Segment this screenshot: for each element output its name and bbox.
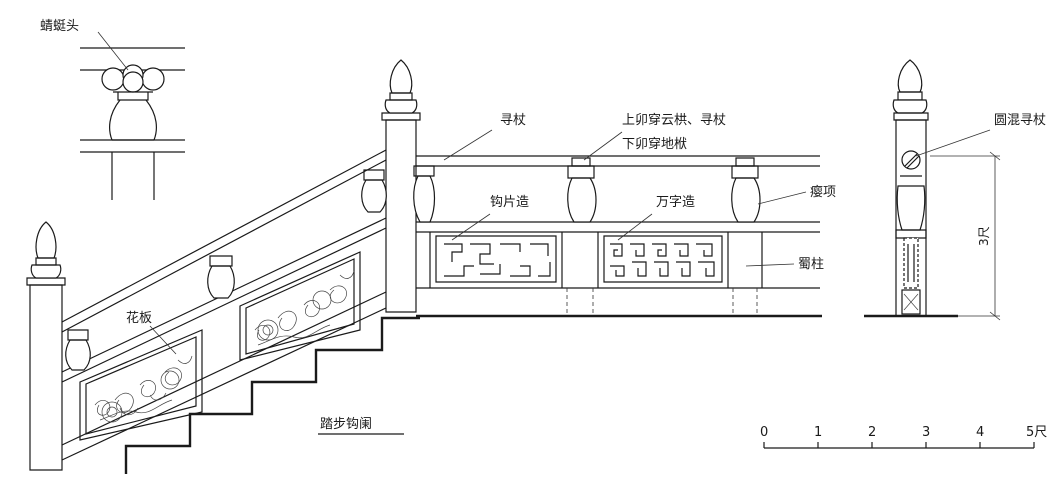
- scale-tick-1: 1: [814, 425, 822, 440]
- scale-tick-3: 3: [922, 425, 930, 440]
- scale-tick-2: 2: [868, 425, 876, 440]
- qingting-head-detail: [80, 31, 185, 200]
- label-xunzhang: 寻杖: [500, 113, 526, 128]
- stair-balustrade: [26, 59, 421, 474]
- label-wanzi: 万字造: [656, 195, 695, 210]
- scale-tick-4: 4: [976, 425, 984, 440]
- scale-tick-5: 5尺: [1026, 425, 1047, 440]
- label-shuzhu: 蜀柱: [798, 257, 824, 272]
- label-yuanhun: 圆混寻杖: [994, 113, 1046, 128]
- side-section: [864, 59, 1001, 321]
- scale-tick-0: 0: [760, 425, 768, 440]
- label-qingting-head: 蜻蜓头: [40, 19, 79, 34]
- label-huaban: 花板: [126, 310, 152, 326]
- label-yingxiang: 瘿项: [810, 184, 836, 200]
- label-height: 3尺: [977, 226, 991, 246]
- scale-bar: [763, 442, 1035, 449]
- label-goupian: 钩片造: [490, 195, 529, 210]
- flat-balustrade: [413, 155, 822, 318]
- label-xiamao: 下卯穿地栿: [622, 136, 687, 152]
- label-shangmao: 上卯穿云栱、寻杖: [622, 112, 726, 128]
- caption: 踏步钩阑: [320, 417, 372, 432]
